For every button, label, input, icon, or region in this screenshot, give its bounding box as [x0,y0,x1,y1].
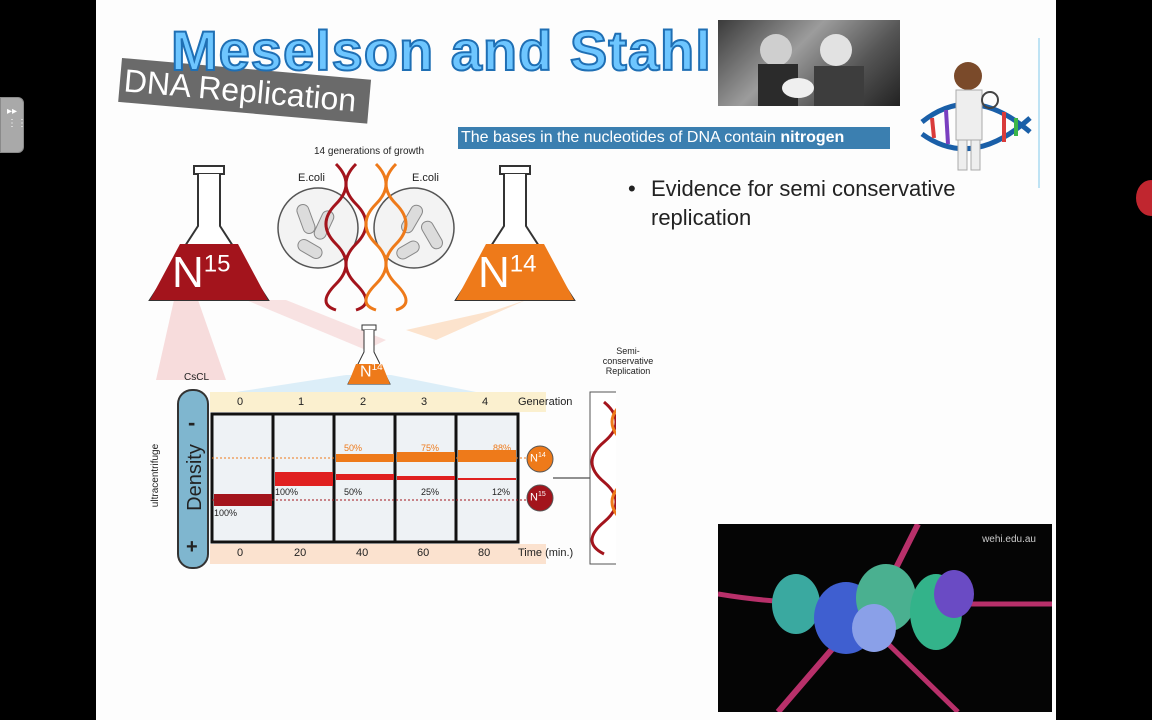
ecoli-left-label: E.coli [298,172,325,184]
gen-4: 4 [482,396,489,408]
highlight-text: The bases in the nucleotides of DNA cont… [461,129,781,146]
n15-pct-4: 12% [492,487,511,497]
slide-title: Meselson and Stahl [170,18,712,83]
ecoli-right-label: E.coli [412,172,439,184]
flask-n14-letter: N [478,248,510,297]
n15-pct-2: 50% [344,487,363,497]
pointer-indicator [1136,180,1152,216]
plus-label: + [186,536,198,558]
ultracentrifuge-label: ultracentrifuge [150,443,162,508]
time-40: 40 [356,547,369,559]
time-60: 60 [417,547,430,559]
legend-n14-sup: 14 [537,452,546,459]
density-label: Density [183,444,206,511]
time-80: 80 [478,547,491,559]
divider-line [1038,38,1040,188]
minus-label: - [188,410,196,435]
dna-replication-video[interactable]: wehi.edu.au [718,524,1052,712]
slide-canvas: DNA Replication Meselson and Stahl The b… [96,0,1056,720]
generation-label: Generation [518,396,573,408]
flask-small-letter: N [360,363,372,381]
time-0: 0 [237,547,244,559]
legend-n14: N14 [530,452,546,465]
semi-conservative-label: Semi- conservative Replication [598,346,658,376]
bullet-icon: • [628,176,636,201]
n15-pct-1: 100% [275,487,299,497]
fast-forward-icon: ▸▸⋮⋮ [7,106,27,129]
gen-0: 0 [237,396,244,408]
nitrogen-fact-banner: The bases in the nucleotides of DNA cont… [458,127,890,149]
flask-n15-sup: 15 [203,250,231,278]
scientist-cartoon-image [912,52,1042,178]
gen-3: 3 [421,396,428,408]
time-label: Time (min.) [518,547,574,559]
n14-pct-4: 88% [493,443,512,453]
n14-pct-3: 75% [421,443,440,453]
video-watermark: wehi.edu.au [982,534,1036,545]
growth-label: 14 generations of growth [314,146,425,157]
time-20: 20 [294,547,307,559]
flask-small-sup: 14 [371,362,383,373]
semi-label-line-2: conservative [602,356,654,366]
gen-2: 2 [360,396,367,408]
highlight-bold: nitrogen [780,129,845,146]
n15-pct-0: 100% [214,508,238,518]
cscl-label: CsCL [184,372,210,383]
flask-n15-letter: N [172,248,204,297]
bullet-text: Evidence for semi conservative replicati… [651,176,956,230]
n14-pct-2: 50% [344,443,363,453]
n15-pct-3: 25% [421,487,440,497]
semi-label-line-1: Semi- [616,346,640,356]
scientists-photo [718,20,900,106]
flask-n14-label: N14 [478,248,536,298]
legend-n15: N15 [530,491,546,504]
legend-n14-letter: N [530,452,538,465]
sidebar-toggle-tab[interactable]: ▸▸⋮⋮ [0,97,27,153]
gen-1: 1 [298,396,305,408]
legend-n15-sup: 15 [537,491,546,498]
flask-n14-sup: 14 [509,250,537,278]
semi-label-line-3: Replication [605,366,651,376]
legend-n15-letter: N [530,491,538,504]
meselson-stahl-diagram: 14 generations of growth E.coli E.coli N… [136,140,653,570]
flask-n15-label: N15 [172,248,230,298]
flask-small-label: N14 [360,362,383,381]
bullet-point: • Evidence for semi conservative replica… [628,174,1008,232]
